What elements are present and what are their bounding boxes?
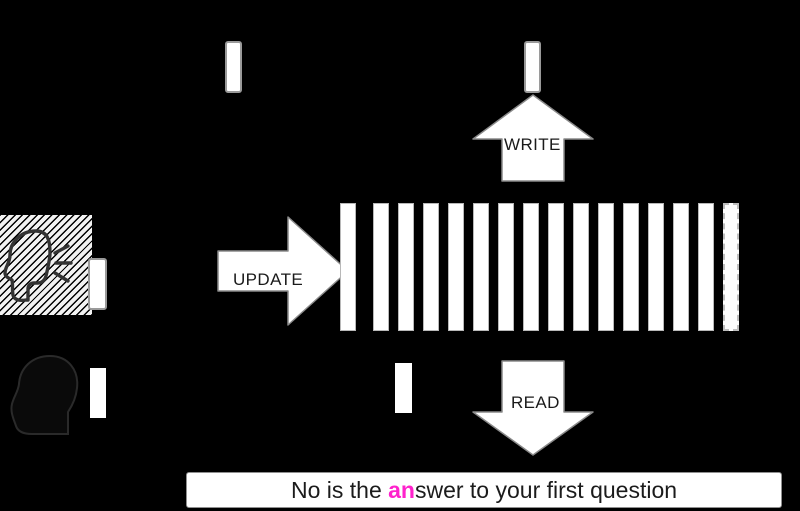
memory-cell xyxy=(573,203,589,331)
caption-highlight: an xyxy=(388,476,415,503)
write-arrow-label: WRITE xyxy=(504,135,561,154)
update-arrow xyxy=(217,216,349,326)
caption-prefix: No is the xyxy=(290,476,389,503)
token-read-output xyxy=(395,363,412,413)
memory-cell-pending xyxy=(723,203,739,331)
token-write-input xyxy=(524,41,541,93)
write-arrow xyxy=(472,94,594,182)
memory-cell xyxy=(448,203,464,331)
token-speaker-output xyxy=(88,258,107,310)
memory-cell xyxy=(598,203,614,331)
memory-cell xyxy=(373,203,389,331)
read-arrow xyxy=(472,360,594,456)
memory-cell xyxy=(473,203,489,331)
memory-cell xyxy=(648,203,664,331)
speaking-head-icon xyxy=(3,229,73,303)
memory-cell xyxy=(340,203,356,331)
speaker-hatched-panel xyxy=(0,215,92,315)
memory-cell xyxy=(398,203,414,331)
token-listener-input xyxy=(90,368,106,418)
memory-cell xyxy=(548,203,564,331)
update-arrow-label: UPDATE xyxy=(233,270,304,289)
memory-cell xyxy=(423,203,439,331)
memory-cell xyxy=(498,203,514,331)
memory-cell xyxy=(523,203,539,331)
read-arrow-label: READ xyxy=(511,393,560,412)
memory-cell xyxy=(673,203,689,331)
caption-suffix: swer to your first question xyxy=(414,476,678,503)
memory-bar-strip xyxy=(340,203,739,331)
memory-cell xyxy=(698,203,714,331)
caption-bar: No is the answer to your first question xyxy=(186,472,782,508)
token-top-left xyxy=(225,41,242,93)
caption-text: No is the answer to your first question xyxy=(291,477,677,504)
listening-head-icon xyxy=(10,354,79,435)
memory-cell xyxy=(623,203,639,331)
